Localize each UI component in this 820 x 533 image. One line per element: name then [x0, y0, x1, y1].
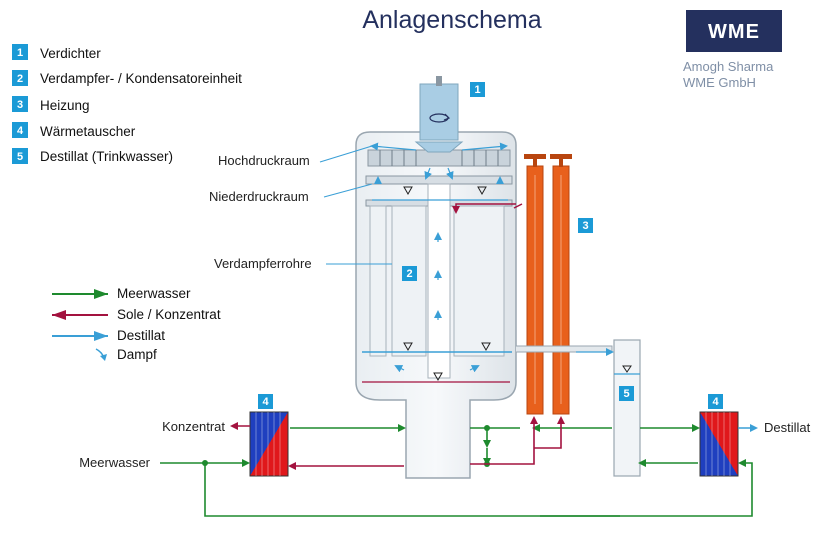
legend-label: Destillat (Trinkwasser)	[40, 149, 173, 164]
legend-item-3: 3 Heizung	[12, 96, 90, 113]
badge-hx-right: 4	[708, 394, 723, 409]
badge-num: 4	[712, 396, 719, 408]
diagram-title: Anlagenschema	[362, 6, 541, 34]
legend-item-1: 1 Verdichter	[12, 44, 101, 61]
flow-legend-label: Sole / Konzentrat	[117, 307, 221, 322]
heater	[524, 154, 572, 415]
legend-num: 3	[17, 99, 23, 111]
brine-arrow-icon	[52, 310, 66, 320]
badge-num: 1	[474, 84, 480, 96]
brine-piping	[288, 416, 565, 470]
meerwasser-label: Meerwasser	[79, 455, 150, 470]
niederdruck-label: Niederdruckraum	[209, 189, 309, 204]
legend-item-5: 5 Destillat (Trinkwasser)	[12, 148, 173, 164]
badge-distillate-tank: 5	[619, 386, 634, 401]
seawater-arrow-icon	[94, 289, 108, 299]
badge-num: 4	[262, 396, 269, 408]
legend-num: 5	[17, 151, 23, 163]
hochdruck-leader	[319, 145, 373, 163]
legend-item-4: 4 Wärmetauscher	[12, 122, 136, 139]
badge-num: 5	[623, 388, 629, 400]
flow-legend-label: Meerwasser	[117, 286, 191, 301]
author-name: Amogh Sharma	[683, 59, 774, 74]
flow-legend: Meerwasser Sole / Konzentrat Destillat D…	[52, 286, 221, 362]
legend-label: Wärmetauscher	[40, 124, 136, 139]
hochdruck-label: Hochdruckraum	[218, 153, 310, 168]
legend-num: 1	[17, 47, 23, 59]
badge-num: 2	[406, 268, 412, 280]
destillat-label: Destillat	[764, 420, 811, 435]
wme-logo: WME	[686, 10, 782, 52]
legend-label: Verdichter	[40, 46, 101, 61]
legend-label: Heizung	[40, 98, 90, 113]
legend-label: Verdampfer- / Kondensatoreinheit	[40, 71, 242, 86]
legend-item-2: 2 Verdampfer- / Kondensatoreinheit	[12, 70, 242, 86]
heat-exchanger-right	[699, 411, 739, 477]
heat-exchanger-left	[249, 411, 289, 477]
badge-compressor: 1	[470, 82, 485, 97]
badge-evaporator: 2	[402, 266, 417, 281]
badge-num: 3	[582, 220, 588, 232]
author-company: WME GmbH	[683, 75, 756, 90]
component-legend: 1 Verdichter 2 Verdampfer- / Kondensator…	[12, 44, 242, 164]
konzentrat-label: Konzentrat	[162, 419, 225, 434]
steam-arrow-icon	[100, 354, 107, 361]
logo-text: WME	[708, 21, 760, 43]
legend-num: 2	[17, 73, 23, 85]
flow-legend-label: Destillat	[117, 328, 165, 343]
niederdruck-leader	[323, 183, 373, 198]
compressor	[414, 76, 464, 153]
flow-legend-label: Dampf	[117, 347, 157, 362]
badge-hx-left: 4	[258, 394, 273, 409]
distillate-arrow-icon	[94, 331, 108, 341]
verdampferrohre-label: Verdampferrohre	[214, 256, 312, 271]
legend-num: 4	[17, 125, 24, 137]
distillate-tank	[516, 339, 641, 477]
badge-heater: 3	[578, 218, 593, 233]
evaporator-vessel	[355, 131, 523, 479]
